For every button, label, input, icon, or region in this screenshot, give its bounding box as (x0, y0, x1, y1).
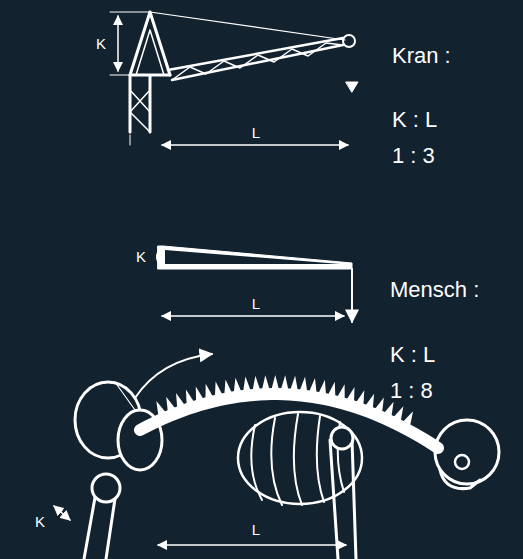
heading-label: Mensch : (390, 278, 479, 302)
dimension-label: L (252, 522, 260, 539)
vertebra (205, 384, 212, 399)
vertebra (234, 378, 241, 392)
vertebra (375, 397, 384, 411)
ratio-label: 1 : 3 (392, 144, 435, 168)
crane (110, 12, 358, 145)
vertebra (347, 387, 355, 402)
vertebra (356, 390, 364, 405)
vertebra (253, 376, 260, 390)
dimension-label: L (252, 125, 260, 142)
skeleton (54, 354, 499, 559)
dimension-label: K (35, 514, 45, 531)
vertebra (281, 375, 288, 389)
vertebra (337, 384, 344, 399)
ratio-label: K : L (392, 108, 437, 132)
vertebra (196, 387, 204, 402)
vertebra (272, 375, 279, 389)
vertebra (328, 382, 335, 397)
vertebra (403, 411, 413, 425)
vertebra (300, 377, 307, 391)
vertebra (243, 377, 250, 391)
vertebra (224, 379, 231, 393)
vertebra (309, 378, 316, 392)
dimension-label: L (252, 296, 260, 313)
vertebra (262, 375, 269, 389)
vertebra (156, 401, 165, 415)
vertebra (384, 402, 393, 416)
vertebra (366, 394, 375, 408)
vertebra (319, 380, 326, 394)
vertebra (176, 393, 184, 408)
vertebra (215, 381, 222, 396)
heading-label: Kran : (392, 44, 451, 68)
ratio-label: 1 : 8 (390, 379, 433, 403)
vertebra (186, 390, 194, 405)
vertebra (166, 397, 175, 411)
vertebra (290, 376, 297, 390)
dimension-label: K (136, 249, 146, 266)
cantilever-beam (156, 246, 352, 322)
dimension-label: K (96, 36, 106, 53)
ratio-label: K : L (390, 343, 435, 367)
vertebra (394, 406, 404, 420)
